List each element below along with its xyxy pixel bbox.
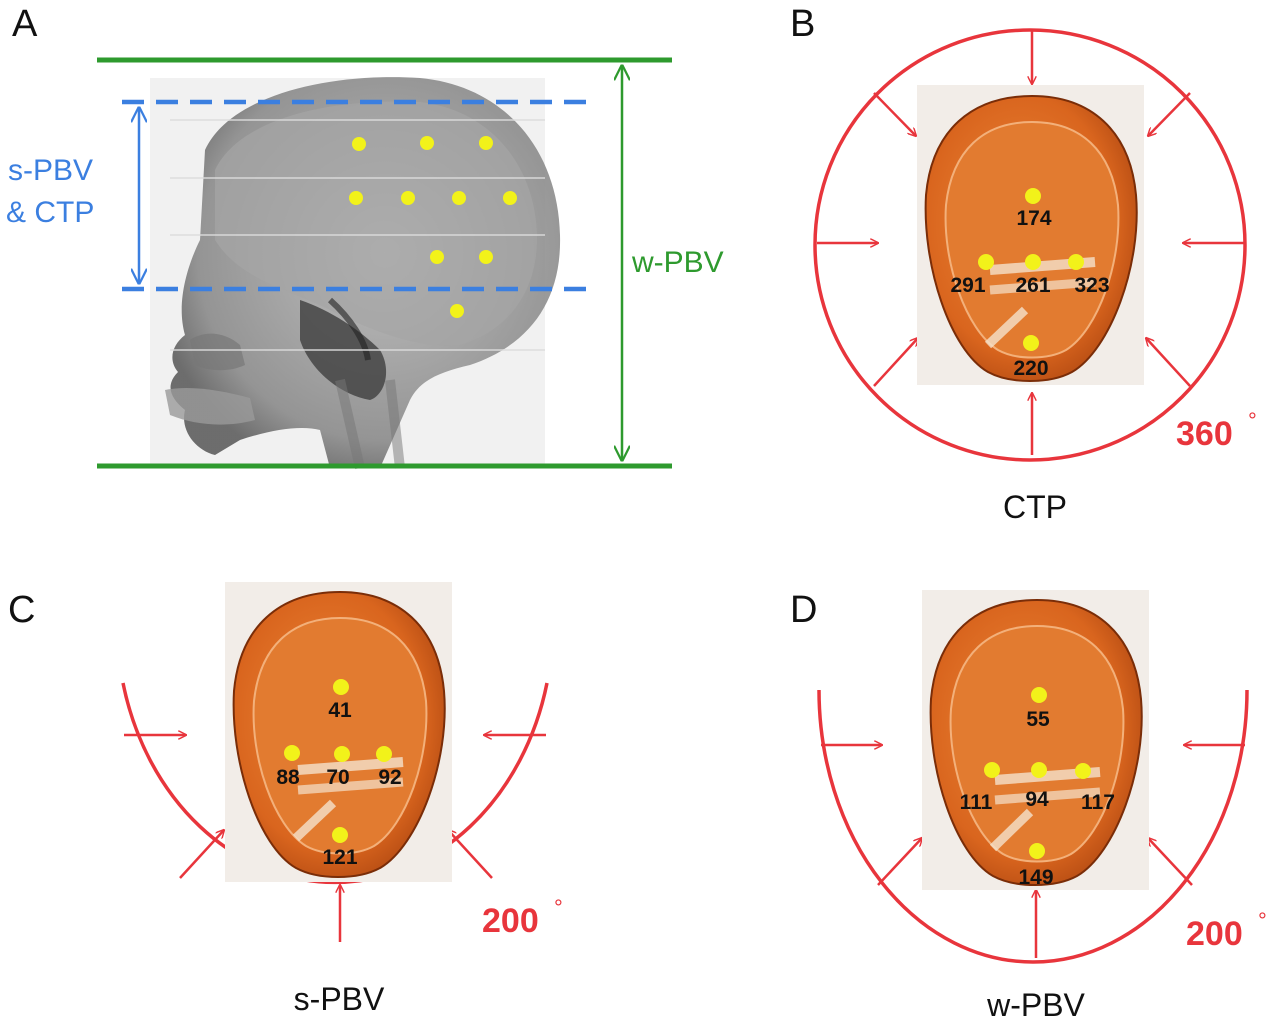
dosimeter-dot	[479, 250, 493, 264]
dosimeter-dot-left	[984, 762, 1000, 778]
dose-label-right: 92	[378, 766, 401, 789]
short-range-label-line1: s-PBV	[8, 154, 93, 187]
panel-c-letter: C	[8, 589, 35, 631]
dose-label-left: 88	[276, 766, 300, 789]
dosimeter-dot	[479, 136, 493, 150]
dosimeter-dot-right	[1075, 763, 1091, 779]
partial-rotation-arc	[121, 682, 549, 885]
dose-label-left: 291	[950, 274, 985, 297]
full-rotation-arc	[813, 28, 1247, 462]
dosimeter-dots-d	[984, 687, 1091, 859]
dosimeter-dot-center	[334, 746, 350, 762]
dosimeter-dot	[450, 304, 464, 318]
dosimeter-dot	[349, 191, 363, 205]
panel-b: B 174 291 261	[790, 3, 1257, 525]
dosimeter-dot-center	[1031, 762, 1047, 778]
panel-d: D 55 111 94 117 149 200	[790, 589, 1267, 1023]
panel-c-caption: s-PBV	[294, 981, 385, 1017]
radiation-arrow	[1148, 92, 1191, 136]
dosimeter-dot-right	[376, 746, 392, 762]
degree-symbol: °	[554, 895, 563, 920]
rotation-angle-label: 200	[482, 902, 539, 940]
panel-c: C 41 88 70 92 121 200	[8, 582, 563, 1017]
dosimeter-dot-bottom	[1029, 843, 1045, 859]
radiograph-dosimeter-dots	[349, 136, 517, 318]
rotation-angle-label: 200	[1186, 915, 1243, 953]
panel-b-letter: B	[790, 3, 815, 45]
dosimeter-dot	[352, 137, 366, 151]
radiation-arrow	[873, 92, 916, 136]
panel-a-letter: A	[12, 3, 38, 45]
radiation-arrow	[873, 338, 918, 387]
phantom-slice-image-d	[922, 590, 1149, 890]
dose-label-right: 323	[1074, 274, 1109, 297]
dosimeter-dot	[401, 191, 415, 205]
dose-label-right: 117	[1081, 791, 1115, 814]
dose-label-bottom: 220	[1013, 357, 1048, 380]
rotation-angle-label: 360	[1176, 415, 1233, 453]
dosimeter-dot-top	[1031, 687, 1047, 703]
dosimeter-dot	[430, 250, 444, 264]
dose-label-center: 261	[1015, 274, 1050, 297]
skull-radiograph-image	[150, 77, 561, 470]
radiation-arrow	[1148, 838, 1193, 886]
panel-a: A	[6, 3, 724, 470]
dosimeter-dot-bottom	[332, 827, 348, 843]
dosimeter-dot-center	[1025, 254, 1041, 270]
phantom-slice-image-c	[225, 582, 452, 882]
degree-symbol: °	[1248, 408, 1257, 433]
dosimeter-dot-left	[978, 254, 994, 270]
dose-label-center: 70	[326, 766, 349, 789]
radiation-arrow	[448, 830, 493, 879]
whole-range-label: w-PBV	[631, 246, 724, 279]
dose-label-center: 94	[1025, 788, 1049, 811]
dose-label-bottom: 149	[1018, 866, 1053, 889]
dosimeter-dots-b	[978, 188, 1084, 351]
dose-label-top: 55	[1026, 708, 1050, 731]
phantom-slice-image-b	[917, 85, 1144, 385]
dosimeter-dot	[452, 191, 466, 205]
dosimeter-dot-right	[1068, 254, 1084, 270]
dosimeter-dot	[420, 136, 434, 150]
radiation-arrow	[179, 830, 224, 879]
panel-b-caption: CTP	[1003, 489, 1067, 525]
dosimeter-dot-top	[333, 679, 349, 695]
short-range-label-line2: & CTP	[6, 196, 94, 229]
dosimeter-dot	[503, 191, 517, 205]
panel-d-letter: D	[790, 589, 817, 631]
dosimeter-dot-left	[284, 745, 300, 761]
dosimeter-dot-bottom	[1023, 335, 1039, 351]
radial-arrows-c	[124, 735, 546, 942]
radiation-arrow	[1146, 338, 1191, 387]
dose-label-top: 174	[1016, 207, 1051, 230]
panel-d-caption: w-PBV	[986, 987, 1085, 1023]
dosimeter-dots-c	[284, 679, 392, 843]
dose-label-left: 111	[960, 791, 993, 814]
dosimeter-dot-top	[1025, 188, 1041, 204]
radial-arrows-d	[821, 745, 1245, 958]
radiation-arrow	[877, 838, 922, 886]
degree-symbol: °	[1258, 908, 1267, 933]
partial-rotation-arc	[817, 689, 1249, 964]
dose-label-top: 41	[328, 699, 352, 722]
radial-arrows-b	[817, 30, 1244, 455]
dose-label-bottom: 121	[322, 846, 357, 869]
